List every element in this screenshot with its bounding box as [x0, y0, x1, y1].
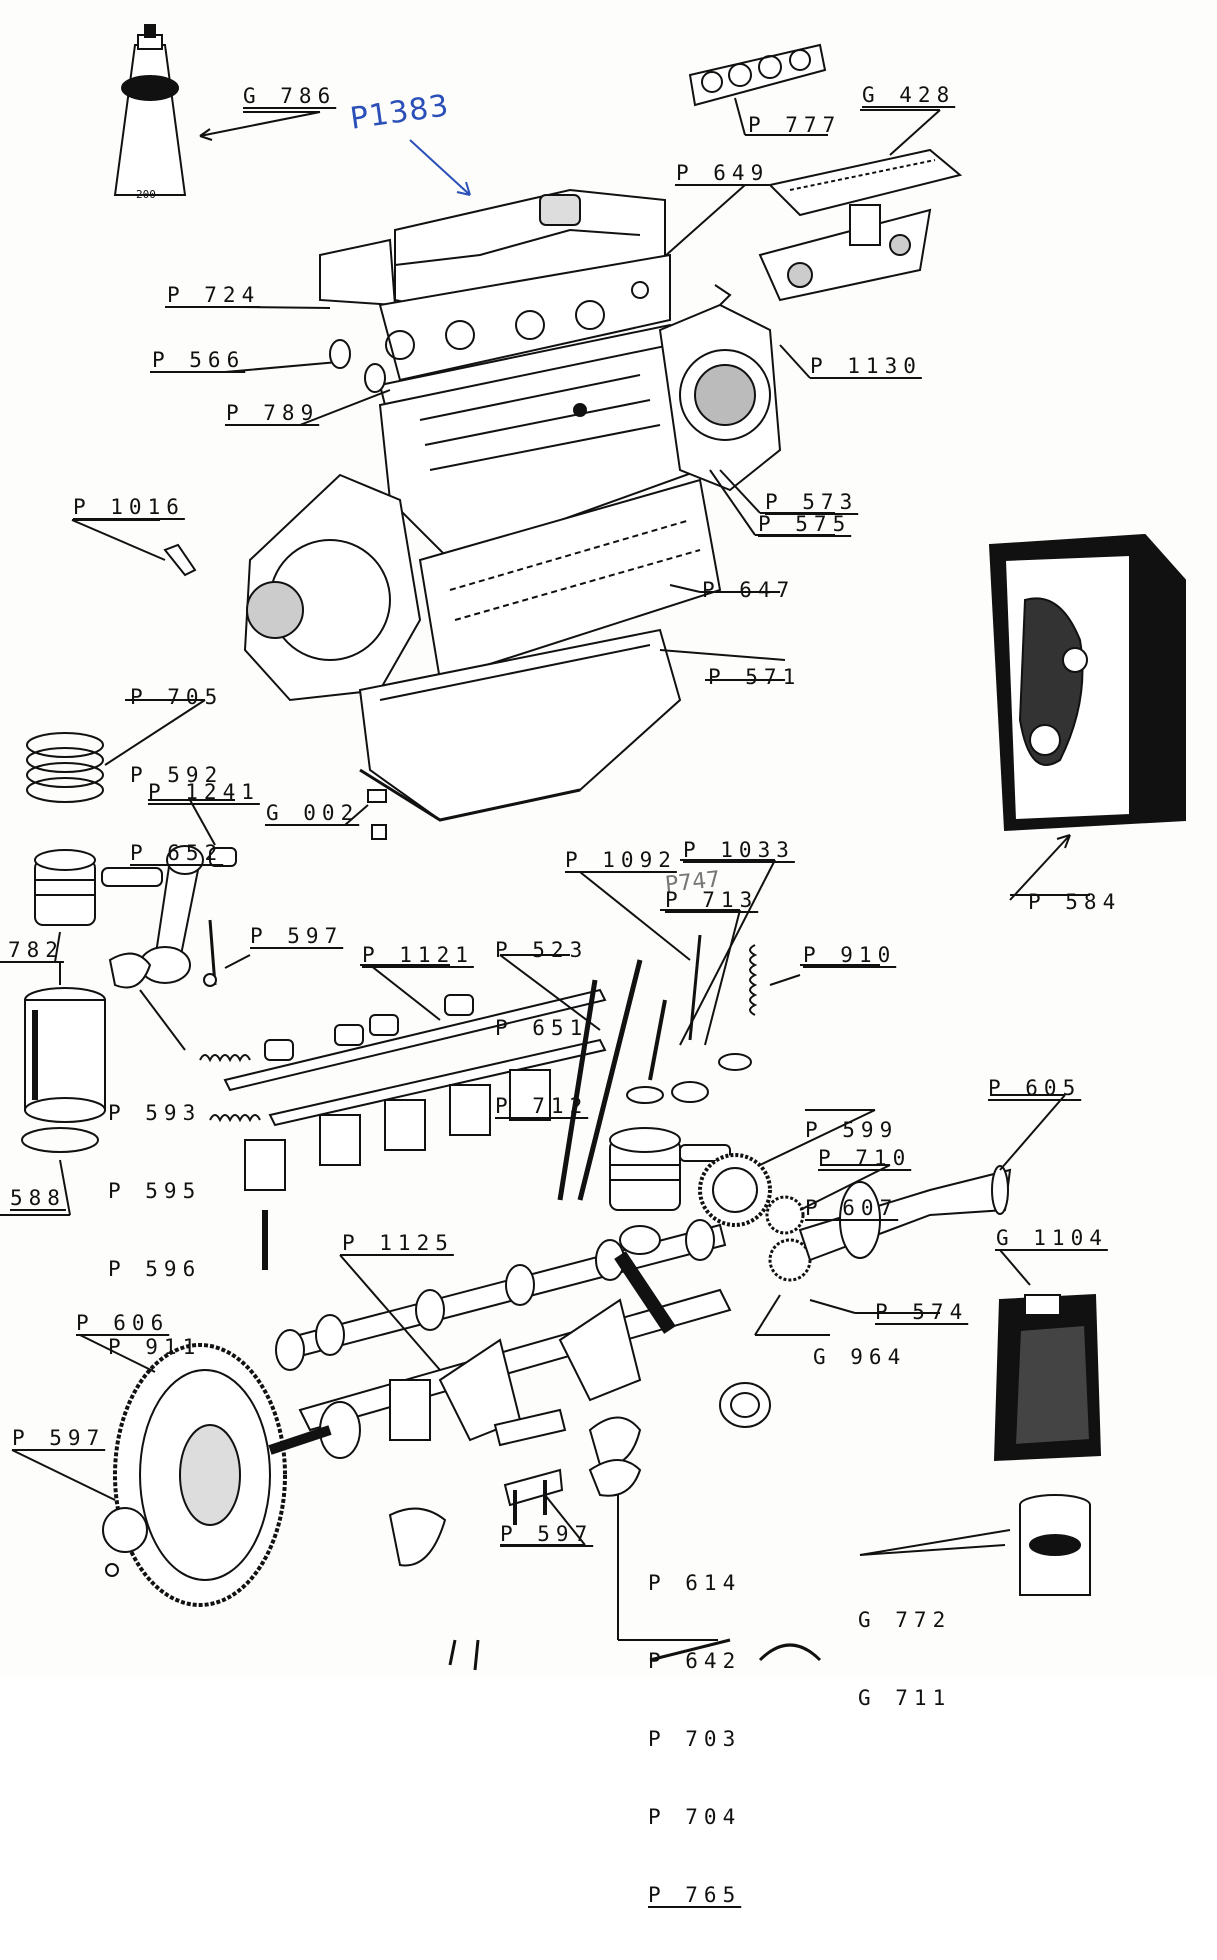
- label-stack-rings: P 705 P 592 P 652: [130, 632, 223, 918]
- piston-conrod-drawing: [34, 845, 217, 987]
- label-p606: P 606: [76, 1311, 170, 1335]
- label-p1130: P 1130: [810, 354, 922, 378]
- tin-drawing: [1019, 1494, 1091, 1596]
- label-p1033: P 1033: [683, 838, 795, 862]
- label-stack-bearings: P 614 P 642 P 703 P 704 P 765: [648, 1518, 741, 1960]
- oil-can-drawing: [993, 1293, 1102, 1462]
- label-782: 782: [8, 938, 64, 962]
- label-p1121: P 1121: [362, 943, 474, 967]
- label-p595: P 595: [108, 1179, 202, 1203]
- engine-exploded-view: [0, 24, 1186, 1671]
- manifold-gasket-drawing: [688, 43, 827, 107]
- label-stack-tin: G 772 G 711: [858, 1555, 951, 1763]
- label-p573: P 573: [765, 490, 859, 514]
- label-p703: P 703: [648, 1727, 742, 1751]
- label-g772: G 772: [858, 1608, 952, 1632]
- label-p593: P 593: [108, 1101, 202, 1125]
- label-g711: G 711: [858, 1686, 952, 1710]
- label-p652: P 652: [130, 841, 224, 865]
- label-p724: P 724: [167, 283, 261, 307]
- label-p607: P 607: [805, 1196, 899, 1220]
- label-p642: P 642: [648, 1649, 742, 1673]
- label-p1092: P 1092: [565, 848, 677, 872]
- label-p647: P 647: [702, 578, 796, 602]
- label-p911: P 911: [108, 1335, 202, 1359]
- label-p523: P 523: [495, 938, 589, 962]
- label-stack-timing: P 599 P 607: [805, 1065, 898, 1273]
- label-588: 588: [10, 1186, 66, 1210]
- label-g786: G 786: [243, 84, 337, 108]
- label-p704: P 704: [648, 1805, 742, 1829]
- label-p789: P 789: [226, 401, 320, 425]
- label-p597-c: P 597: [500, 1522, 594, 1546]
- label-p777: P 777: [748, 113, 842, 137]
- label-p649: P 649: [676, 161, 770, 185]
- label-g002: G 002: [266, 801, 360, 825]
- gasket-set-drawing: [988, 533, 1186, 832]
- label-p584: P 584: [1028, 890, 1122, 914]
- label-p705: P 705: [130, 685, 224, 709]
- label-p605: P 605: [988, 1076, 1082, 1100]
- label-p574: P 574: [875, 1300, 969, 1324]
- label-g964: G 964: [813, 1345, 907, 1369]
- label-p710: P 710: [818, 1146, 912, 1170]
- manifold-drawing: [758, 148, 963, 302]
- timing-gear-drawing: [698, 1153, 812, 1282]
- label-p651: P 651: [495, 1016, 589, 1040]
- piston-drawing: [609, 1127, 731, 1211]
- flywheel-drawing: [102, 1343, 332, 1607]
- label-g428: G 428: [862, 83, 956, 107]
- label-p571: P 571: [708, 665, 802, 689]
- label-p614: P 614: [648, 1571, 742, 1595]
- camshaft-drawing: [275, 1219, 727, 1371]
- label-p1241: P 1241: [148, 780, 260, 804]
- label-p566: P 566: [152, 348, 246, 372]
- label-p597-a: P 597: [250, 924, 344, 948]
- piston-rings-drawing: [26, 732, 104, 803]
- label-p575: P 575: [758, 512, 852, 536]
- label-p597-b: P 597: [12, 1426, 106, 1450]
- rocker-shaft-drawing: [199, 988, 607, 1270]
- label-p592: P 592: [130, 763, 224, 787]
- tube-text: 200: [136, 188, 156, 201]
- label-p599: P 599: [805, 1118, 899, 1142]
- label-p910: P 910: [803, 943, 897, 967]
- label-p596: P 596: [108, 1257, 202, 1281]
- label-p765: P 765: [648, 1883, 742, 1907]
- label-stack-liner: P 593 P 595 P 596 P 911: [108, 1048, 201, 1412]
- engine-block-drawing: [243, 188, 782, 822]
- cylinder-liner-drawing: [21, 987, 106, 1153]
- crankshaft-drawing: [298, 1225, 732, 1459]
- sealant-tube-drawing: [113, 24, 187, 196]
- label-p1125: P 1125: [342, 1231, 454, 1255]
- parts-diagram-page: 200 G 786 P1383 P 777 G 428 P 649 P 724 …: [0, 24, 1186, 1907]
- label-stack-pistons: P 523 P 651 P 712: [495, 885, 588, 1171]
- label-p713: P 713: [665, 888, 759, 912]
- label-g1104: G 1104: [996, 1226, 1108, 1250]
- label-p1016: P 1016: [73, 495, 185, 519]
- label-p712: P 712: [495, 1094, 589, 1118]
